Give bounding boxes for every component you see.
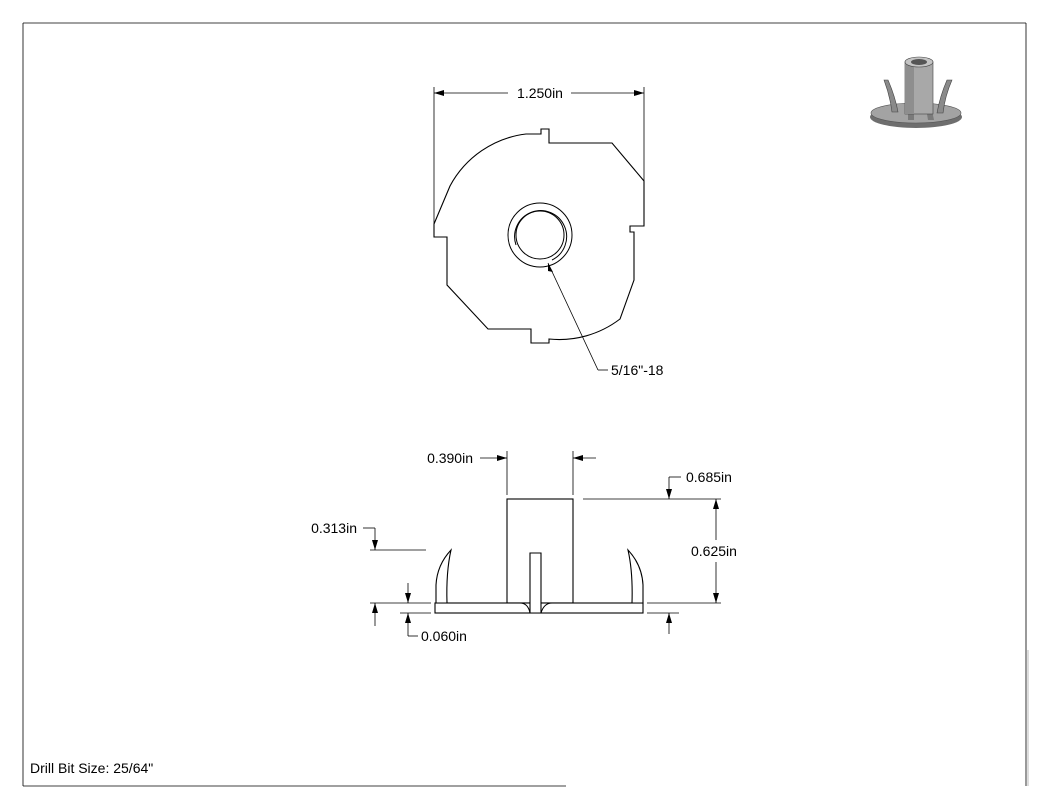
sheet-border xyxy=(22,22,1029,787)
dim-flange-thickness: 0.060in xyxy=(421,628,467,644)
drill-bit-size: Drill Bit Size: 25/64" xyxy=(30,760,154,776)
right-prong xyxy=(627,548,644,604)
dim-thread-callout: 5/16"-18 xyxy=(611,362,664,378)
center-slot xyxy=(529,552,542,614)
thread-cosmetic-arc xyxy=(514,210,568,261)
left-prong xyxy=(435,548,452,604)
side-view: 0.390in 0.685in 0.625in 0.313in xyxy=(311,450,737,644)
dim-overall-diameter: 1.250in xyxy=(517,85,563,101)
tee-nut-3d-icon xyxy=(870,56,962,128)
dim-barrel-diameter: 0.390in xyxy=(427,450,473,466)
flange-outline xyxy=(433,128,645,344)
dim-overall-height: 0.685in xyxy=(686,469,732,485)
dim-barrel-height: 0.625in xyxy=(691,543,737,559)
dim-prong-height: 0.313in xyxy=(311,520,357,536)
thread-major-circle xyxy=(507,202,573,268)
top-view: 1.250in 5/16"-18 xyxy=(433,85,664,378)
